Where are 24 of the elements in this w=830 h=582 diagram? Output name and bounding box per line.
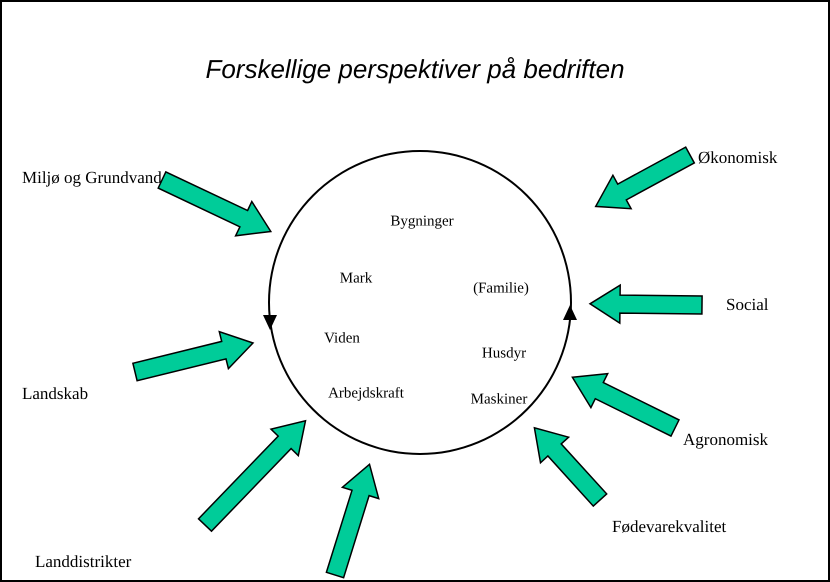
block-arrow bbox=[571, 372, 680, 438]
perspective-label: Fødevarekvalitet bbox=[612, 517, 726, 537]
block-arrow bbox=[594, 146, 696, 210]
block-arrow bbox=[588, 284, 703, 324]
resource-label: Bygninger bbox=[390, 214, 454, 230]
resource-label: Mark bbox=[340, 270, 372, 288]
perspective-label: Landdistrikter bbox=[35, 552, 132, 572]
perspective-label: Økonomisk bbox=[698, 148, 778, 168]
block-arrow bbox=[533, 426, 608, 508]
block-arrow bbox=[325, 462, 380, 579]
resource-label: Maskiner bbox=[470, 392, 528, 408]
perspective-label: Miljø og Grundvand bbox=[22, 168, 162, 188]
farm-circle bbox=[268, 150, 572, 455]
block-arrow bbox=[197, 420, 306, 532]
resource-label: Arbejdskraft bbox=[328, 386, 404, 402]
title: Forskellige perspektiver på bedriften bbox=[204, 54, 626, 85]
block-arrow bbox=[157, 170, 272, 237]
block-arrow bbox=[132, 330, 254, 382]
perspective-label: Agronomisk bbox=[683, 430, 768, 450]
perspective-label: Landskab bbox=[22, 384, 88, 404]
resource-label: Husdyr bbox=[482, 346, 526, 362]
resource-label: (Familie) bbox=[473, 280, 529, 298]
resource-label: Viden bbox=[324, 330, 360, 348]
perspective-label: Social bbox=[726, 295, 768, 315]
